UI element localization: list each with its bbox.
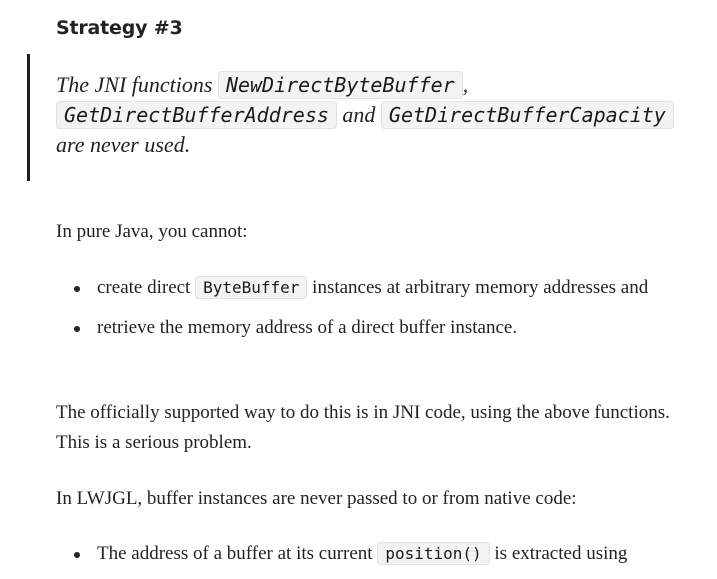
list-item-text: instances at arbitrary memory addresses … (307, 277, 649, 298)
code-byte-buffer: ByteBuffer (195, 276, 308, 299)
list-item: The address of a buffer at its current p… (74, 539, 697, 569)
quote-text: The JNI functions NewDirectByteBuffer, Ge… (56, 70, 706, 160)
paragraph-lwjgl: In LWJGL, buffer instances are never pas… (56, 488, 577, 509)
bullet-list-cannot: create direct ByteBuffer instances at ar… (56, 273, 697, 353)
list-item: retrieve the memory address of a direct … (74, 313, 697, 343)
code-position: position() (377, 542, 490, 565)
section-heading: Strategy #3 (56, 17, 183, 39)
code-get-direct-buffer-capacity: GetDirectBufferCapacity (380, 101, 674, 129)
quote-text-1: The JNI functions (56, 72, 218, 97)
quote-text-3: and (336, 102, 381, 127)
list-item-text: The address of a buffer at its current (97, 543, 378, 564)
code-new-direct-byte-buffer: NewDirectByteBuffer (217, 71, 463, 99)
quote-text-2: , (462, 72, 469, 97)
paragraph-pure-java: In pure Java, you cannot: (56, 221, 248, 242)
quote-text-4: are never used. (56, 132, 191, 157)
blockquote: The JNI functions NewDirectByteBuffer, Ge… (27, 54, 710, 181)
code-get-direct-buffer-address: GetDirectBufferAddress (56, 101, 337, 129)
list-item-text: retrieve the memory address of a direct … (97, 317, 518, 338)
paragraph-officially-supported: The officially supported way to do this … (56, 402, 670, 453)
list-item-text: create direct (97, 277, 196, 298)
list-item: create direct ByteBuffer instances at ar… (74, 273, 697, 303)
list-item-text: is extracted using (489, 543, 628, 564)
bullet-list-lwjgl: The address of a buffer at its current p… (56, 539, 697, 579)
